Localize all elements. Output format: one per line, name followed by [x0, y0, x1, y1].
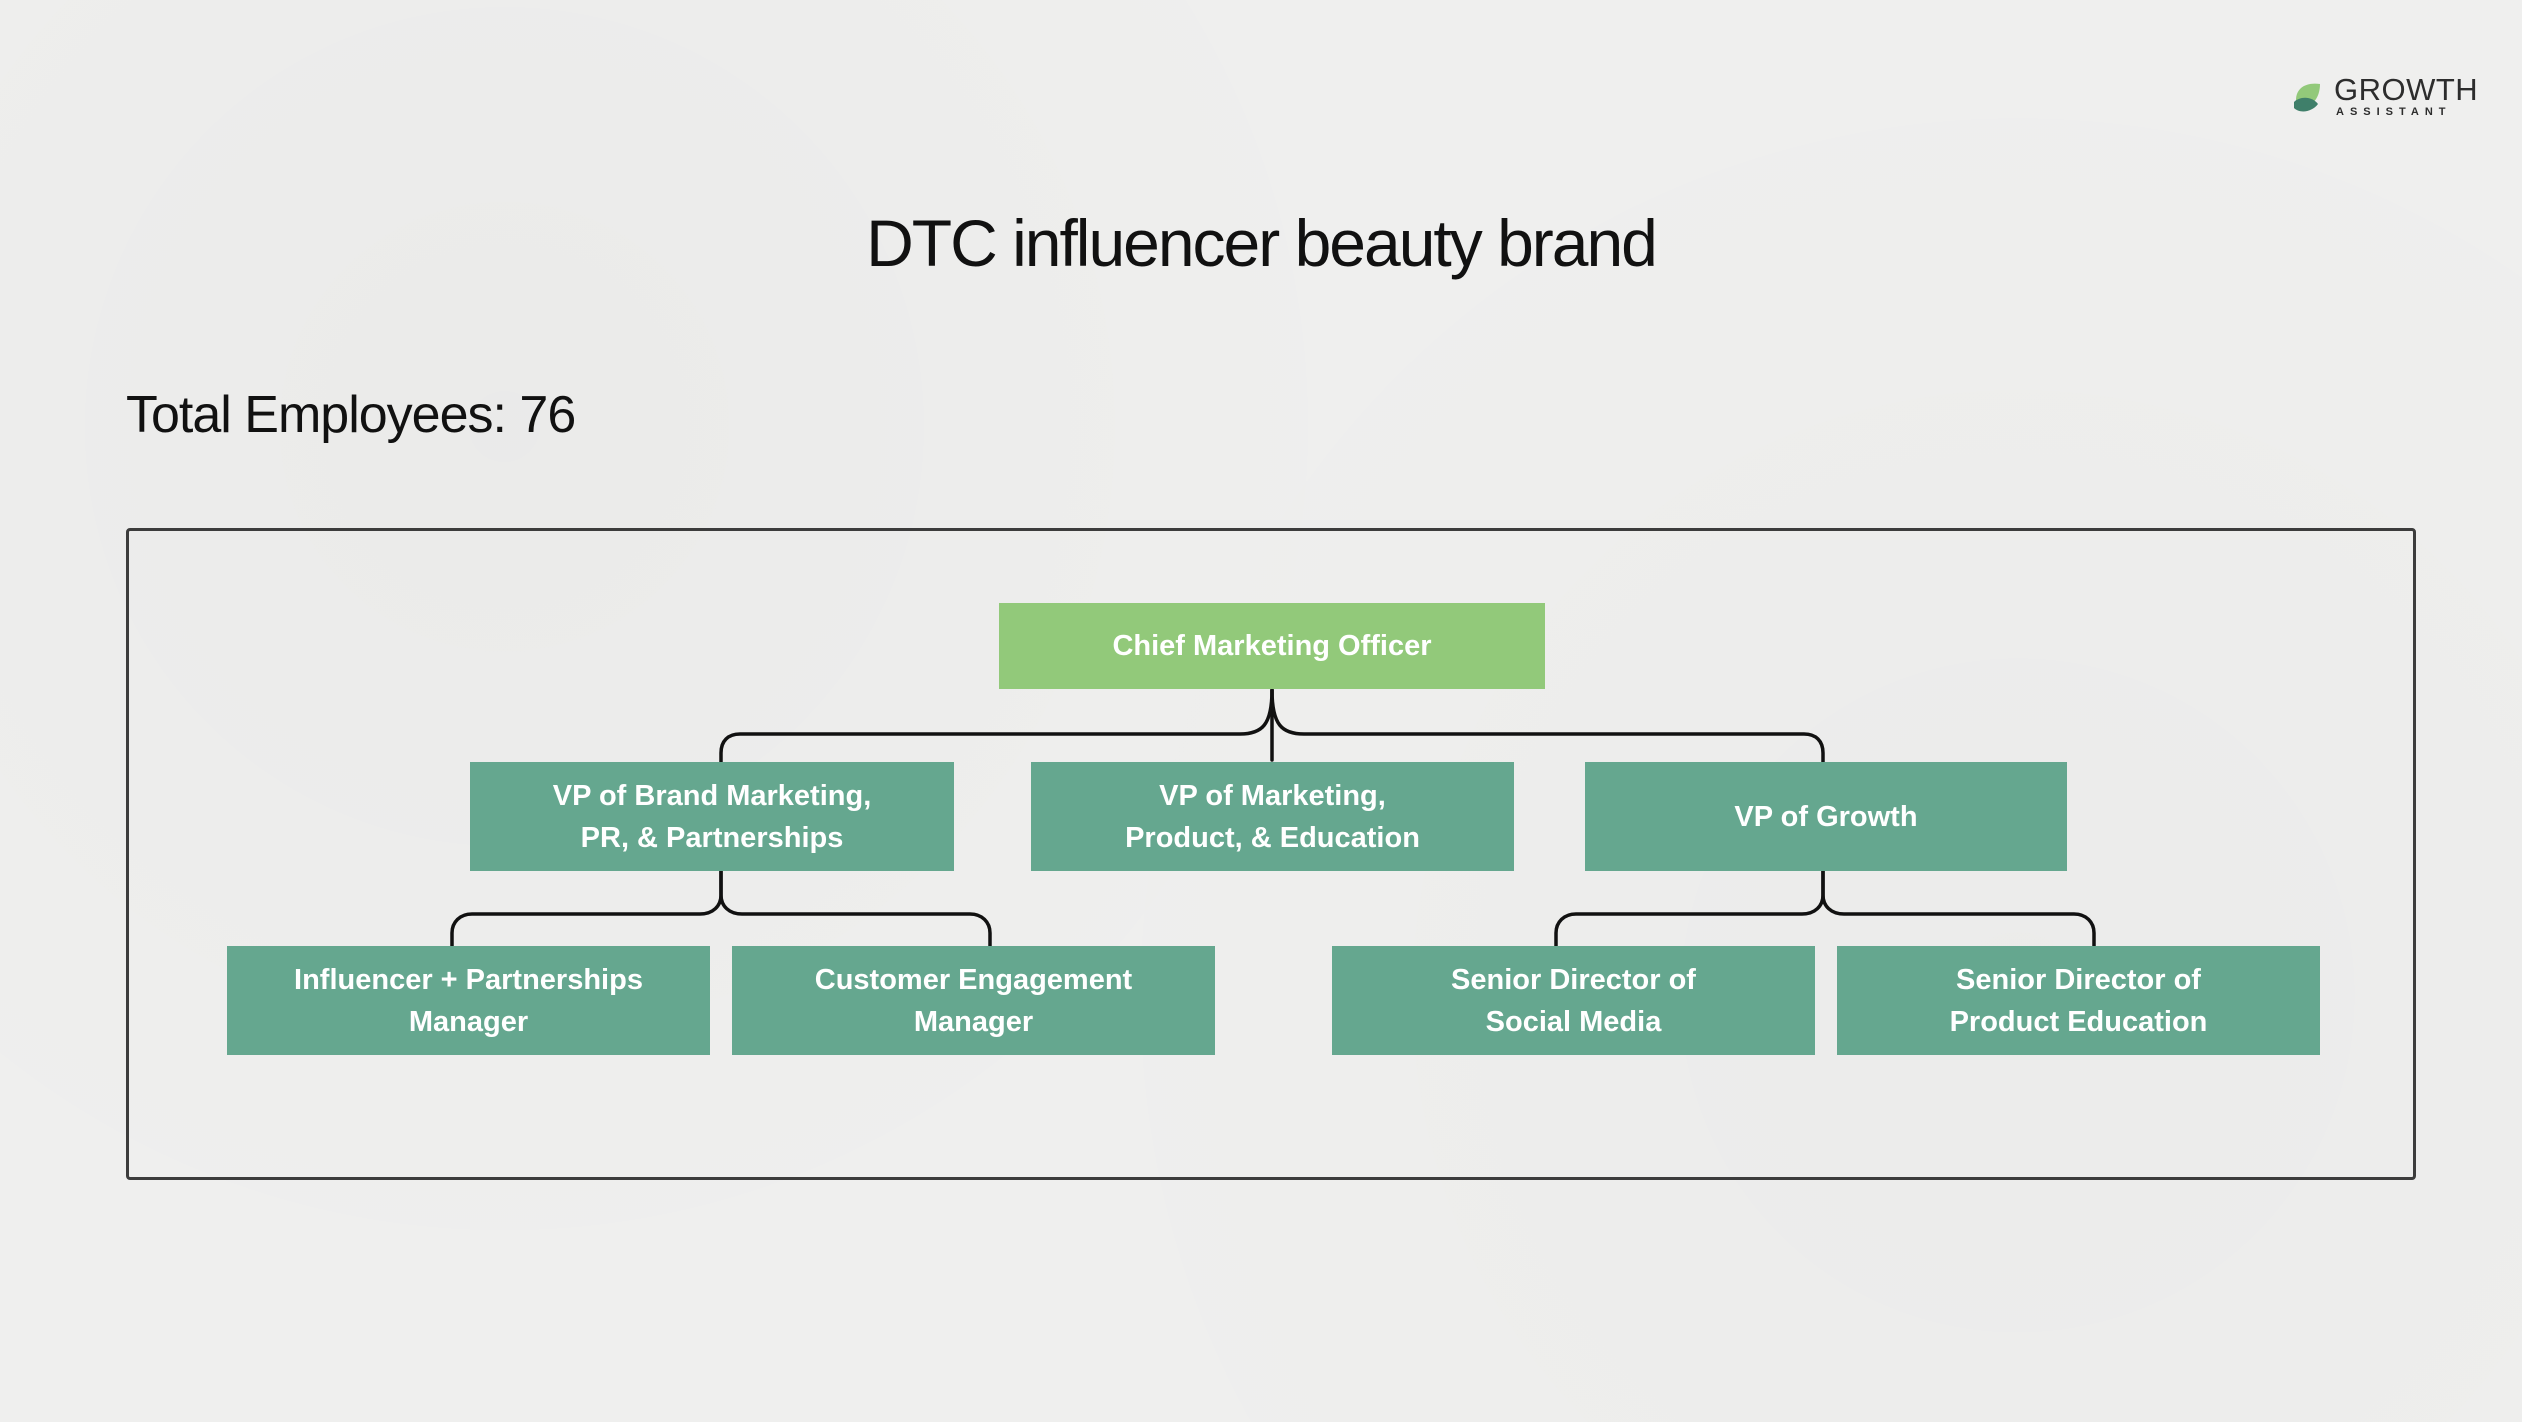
employee-count: Total Employees: 76 — [126, 386, 576, 444]
node-senior-director-product-education: Senior Director of Product Education — [1837, 946, 2320, 1055]
growth-assistant-logo: GROWTH ASSISTANT — [2290, 74, 2478, 124]
logo-subtext: ASSISTANT — [2336, 106, 2452, 118]
leaf-logo-icon — [2294, 83, 2320, 112]
node-vp-brand-marketing: VP of Brand Marketing, PR, & Partnership… — [470, 762, 954, 871]
org-chart-frame — [126, 528, 2416, 1180]
node-vp-marketing-product: VP of Marketing, Product, & Education — [1031, 762, 1514, 871]
node-chief-marketing-officer: Chief Marketing Officer — [999, 603, 1545, 689]
node-customer-engagement-manager: Customer Engagement Manager — [732, 946, 1215, 1055]
node-vp-growth: VP of Growth — [1585, 762, 2067, 871]
node-influencer-partnerships-manager: Influencer + Partnerships Manager — [227, 946, 710, 1055]
page-title: DTC influencer beauty brand — [866, 206, 1658, 280]
node-senior-director-social-media: Senior Director of Social Media — [1332, 946, 1815, 1055]
logo-wordmark: GROWTH — [2334, 72, 2479, 107]
